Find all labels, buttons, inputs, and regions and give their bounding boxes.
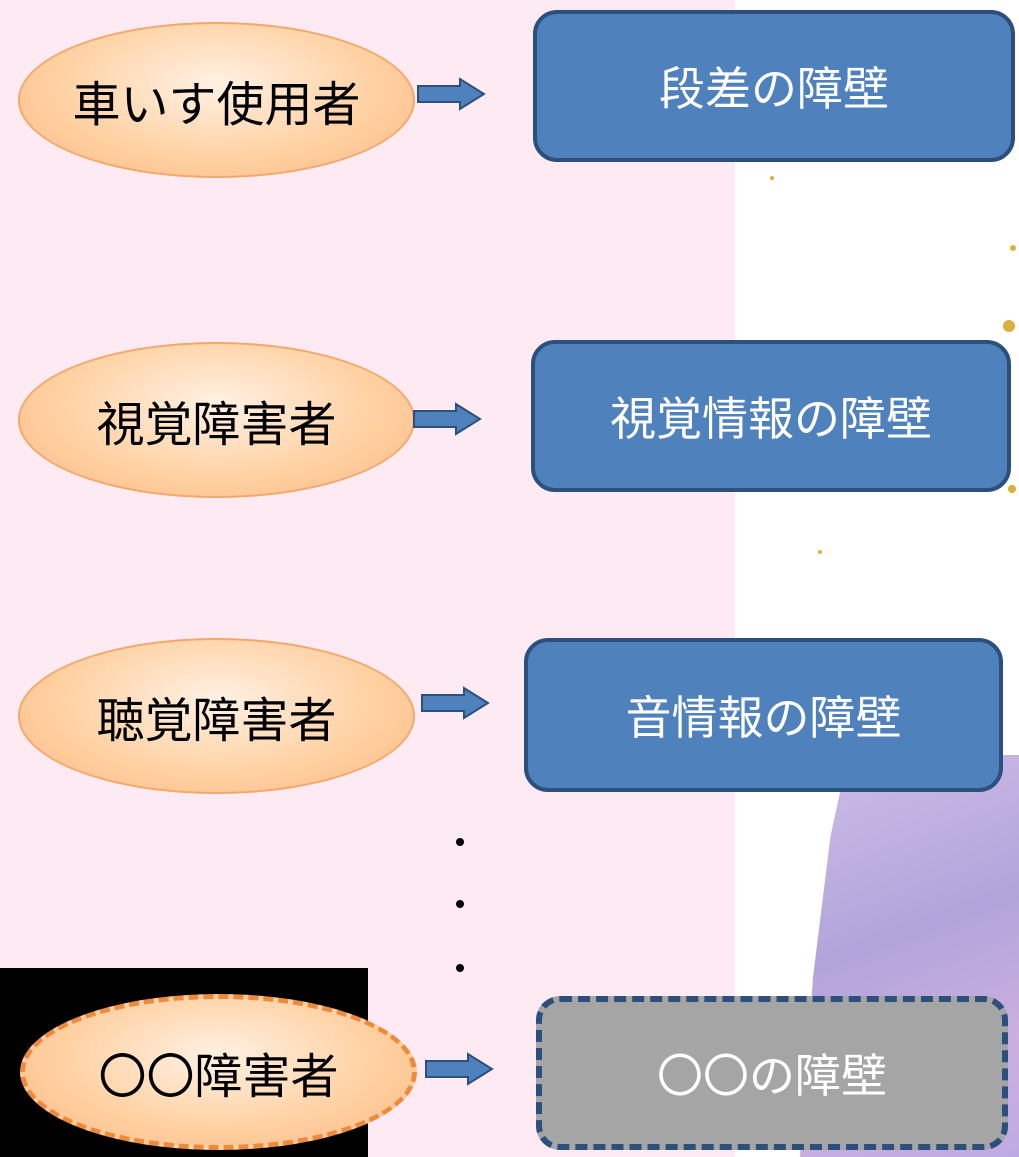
barrier-label: 音情報の障壁 [625,691,902,745]
barrier-box-visual-information: 視覚情報の障壁 [531,340,1011,492]
group-label: 視覚障害者 [96,397,337,453]
decorative-speck [1010,245,1016,251]
right-arrow-icon [421,686,490,720]
barrier-label: 〇〇の障壁 [657,1049,887,1103]
barrier-box-sound-information: 音情報の障壁 [524,638,1003,792]
background-panel [0,0,735,1157]
group-label: 聴覚障害者 [96,693,337,749]
barrier-label: 段差の障壁 [659,62,889,116]
ellipsis-dot [456,900,464,908]
barrier-box-step: 段差の障壁 [533,10,1015,162]
decorative-speck [770,176,774,180]
barrier-label: 視覚情報の障壁 [610,392,932,446]
group-ellipse-hearing-impairment: 聴覚障害者 [18,638,415,794]
right-arrow-icon [417,77,486,111]
group-label: 〇〇障害者 [98,1049,339,1105]
group-ellipse-wheelchair-user: 車いす使用者 [18,22,415,178]
right-arrow-icon [413,402,482,436]
group-ellipse-visual-impairment: 視覚障害者 [18,342,415,498]
decorative-speck [1008,485,1016,493]
decorative-speck [818,550,822,554]
ellipsis-dot [456,838,464,846]
ellipsis-dot [456,964,464,972]
barrier-box-placeholder: 〇〇の障壁 [536,996,1008,1150]
right-arrow-icon [425,1052,494,1086]
group-ellipse-placeholder: 〇〇障害者 [20,994,417,1150]
decorative-speck [1003,320,1015,332]
group-label: 車いす使用者 [72,77,361,133]
